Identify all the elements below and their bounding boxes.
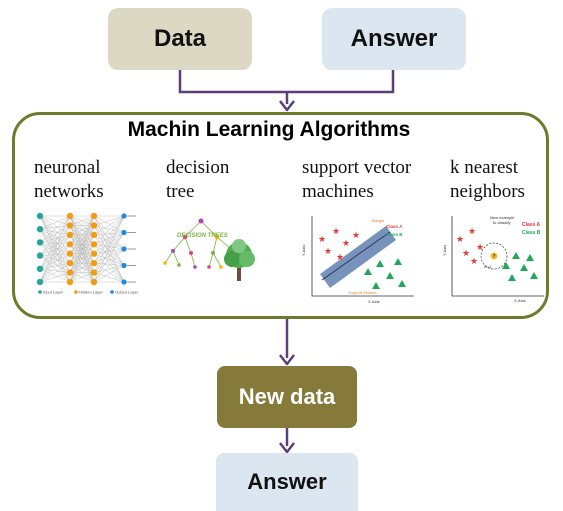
svg-text:★: ★	[324, 246, 332, 256]
knn-new-example-2: to classify	[493, 220, 511, 225]
svg-text:★: ★	[470, 256, 478, 266]
answer-input-box: Answer	[322, 8, 466, 70]
decision-tree-illustration: DECISION TREES	[163, 218, 255, 281]
nn-node	[66, 269, 74, 276]
decision-tree-banner: DECISION TREES	[177, 233, 228, 239]
knn-new-example-1: New example	[490, 215, 515, 220]
svg-text:★: ★	[352, 230, 360, 240]
nn-legend-output: Output Layer	[115, 290, 139, 295]
nn-node	[90, 259, 98, 267]
nn-node	[66, 222, 74, 229]
data-box: Data	[108, 8, 252, 70]
svm-y-axis-label: Y-Axis	[301, 245, 306, 256]
svg-text:★: ★	[342, 238, 350, 248]
nn-node	[36, 212, 44, 220]
algo-label-line: k nearest	[450, 157, 519, 178]
nn-node	[121, 246, 127, 252]
svg-text:★: ★	[332, 226, 340, 236]
arrowhead-answer	[279, 442, 295, 454]
svg-text:★: ★	[476, 242, 484, 252]
nn-node	[66, 212, 74, 220]
nn-legend-input: Input Layer	[43, 290, 64, 295]
svg-text:★: ★	[318, 234, 326, 244]
nn-node	[121, 279, 127, 285]
nn-node	[66, 241, 74, 248]
knn-class-a: Class A	[522, 222, 541, 228]
algo-label-svm: support vector machines	[302, 156, 411, 204]
knn-x-axis-label: X-Axis	[514, 298, 526, 303]
nn-node	[90, 231, 98, 239]
neural-network-illustration: Input Layer Hidden Layer Output Layer	[36, 212, 139, 295]
algo-label-neural-networks: neuronal networks	[34, 156, 104, 204]
svg-text:★: ★	[468, 226, 476, 236]
svm-x-axis-label: X-Axis	[368, 299, 380, 304]
nn-node	[121, 213, 127, 219]
nn-node	[90, 278, 98, 286]
arrowhead-panel	[279, 100, 295, 112]
nn-node	[90, 222, 98, 229]
nn-node	[121, 229, 127, 236]
nn-node	[66, 278, 74, 286]
algo-label-line: networks	[34, 181, 104, 202]
nn-node	[90, 269, 98, 276]
svg-text:★: ★	[336, 252, 344, 262]
answer-output-box: Answer	[216, 453, 358, 511]
ml-algorithms-panel	[12, 112, 549, 319]
algo-label-line: machines	[302, 181, 374, 202]
nn-node	[90, 250, 98, 257]
knn-y-axis-label: Y-Axis	[442, 245, 447, 256]
svm-support-vectors-label: Support Vectors	[348, 290, 376, 295]
merge-connector	[178, 70, 395, 94]
nn-node	[66, 259, 74, 267]
nn-node	[66, 231, 74, 239]
arrowhead-new-data	[279, 354, 295, 366]
algo-label-line: tree	[166, 181, 195, 202]
algo-label-line: neighbors	[450, 181, 525, 202]
nn-node	[36, 226, 44, 233]
svg-text:★: ★	[462, 248, 470, 258]
nn-node	[66, 250, 74, 257]
svg-text:★: ★	[456, 234, 464, 244]
svm-margin-label: Margin	[372, 218, 384, 223]
algo-label-line: support vector	[302, 157, 412, 178]
svm-illustration: Y-Axis X-Axis ★★★ ★★★ Class A Class B Ma…	[301, 216, 414, 304]
nn-node	[36, 239, 44, 246]
knn-class-b: Class B	[522, 230, 541, 236]
nn-node	[36, 278, 44, 286]
nn-node	[36, 265, 44, 272]
algo-label-knn: k nearest neighbors	[450, 156, 525, 204]
algo-label-decision-tree: decision tree	[166, 156, 229, 204]
algo-label-line: decision	[166, 157, 230, 178]
nn-node	[90, 212, 98, 220]
svm-class-b: Class B	[386, 232, 403, 237]
new-data-box: New data	[217, 366, 357, 428]
knn-k-label: K=1	[484, 264, 492, 269]
nn-node	[121, 262, 127, 269]
panel-title: Machin Learning Algorithms	[127, 118, 411, 141]
nn-node	[36, 252, 44, 259]
knn-query-mark: ?	[493, 254, 496, 260]
svm-class-a: Class A	[386, 224, 403, 229]
knn-illustration: Y-Axis X-Axis ★★★ ★★ ? K=1 New example t…	[442, 215, 544, 303]
nn-node	[90, 241, 98, 248]
algo-label-line: neuronal	[34, 157, 101, 178]
nn-legend-hidden: Hidden Layer	[79, 290, 103, 295]
